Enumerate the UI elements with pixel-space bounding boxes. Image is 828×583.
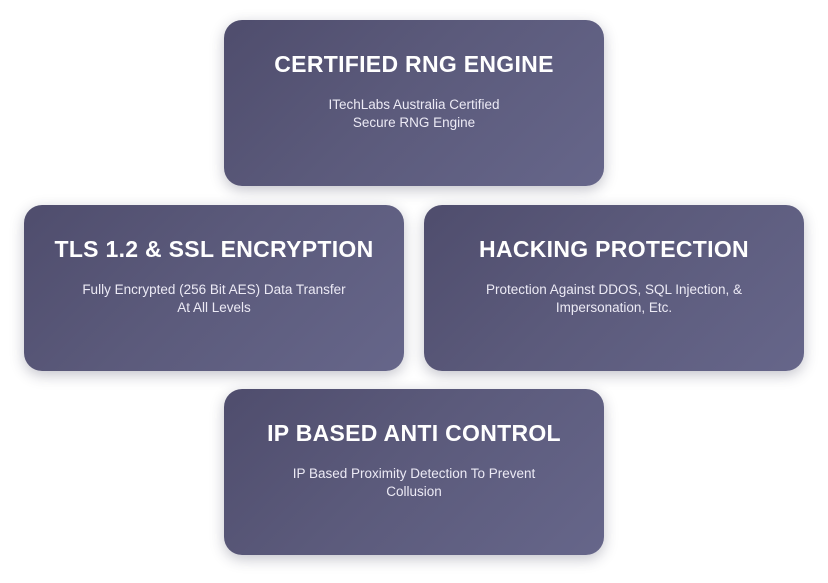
feature-card-description-line: Secure RNG Engine [352, 115, 476, 130]
feature-card-ip-anti-control: IP BASED ANTI CONTROL IP Based Proximity… [224, 389, 604, 555]
feature-card-description: IP Based Proximity Detection To Prevent … [254, 465, 574, 501]
feature-card-title: CERTIFIED RNG ENGINE [274, 51, 554, 77]
feature-card-description-line: ITechLabs Australia Certified [328, 97, 500, 112]
feature-card-description: Protection Against DDOS, SQL Injection, … [454, 281, 774, 317]
feature-card-description: Fully Encrypted (256 Bit AES) Data Trans… [54, 281, 374, 317]
feature-card-description-line: Fully Encrypted (256 Bit AES) Data Trans… [82, 282, 346, 297]
feature-card-title: TLS 1.2 & SSL ENCRYPTION [54, 236, 374, 262]
feature-card-description-line: Collusion [386, 484, 442, 499]
feature-card-tls-ssl: TLS 1.2 & SSL ENCRYPTION Fully Encrypted… [24, 205, 404, 371]
feature-card-certified-rng: CERTIFIED RNG ENGINE ITechLabs Australia… [224, 20, 604, 186]
feature-card-title: HACKING PROTECTION [479, 236, 749, 262]
feature-card-title: IP BASED ANTI CONTROL [267, 420, 561, 446]
feature-card-description-line: At All Levels [177, 300, 251, 315]
feature-card-description-line: Impersonation, Etc. [555, 300, 673, 315]
feature-card-description-line: IP Based Proximity Detection To Prevent [292, 466, 536, 481]
feature-card-hacking-protection: HACKING PROTECTION Protection Against DD… [424, 205, 804, 371]
feature-card-description-line: Protection Against DDOS, SQL Injection, … [485, 282, 743, 297]
feature-card-description: ITechLabs Australia Certified Secure RNG… [254, 96, 574, 132]
